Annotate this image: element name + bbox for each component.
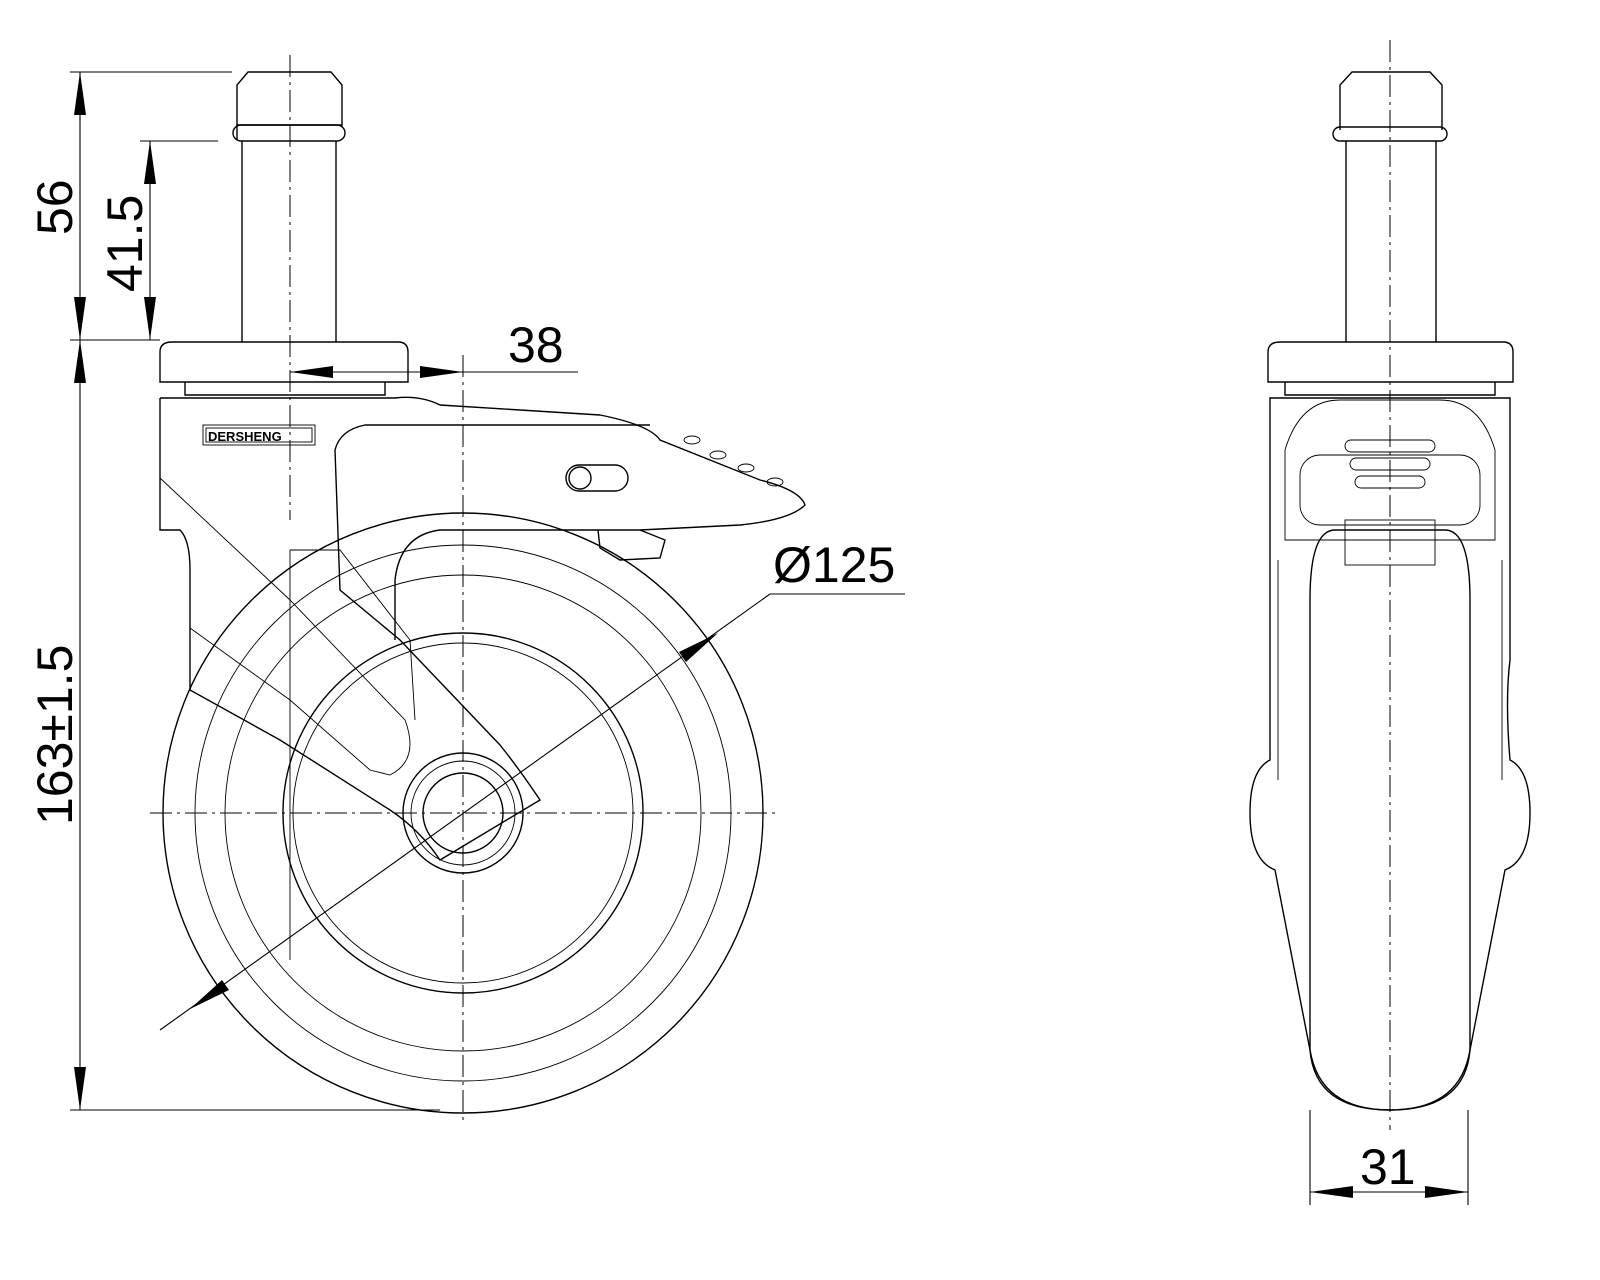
- dimensions: 56 41.5 163±1.5 38 Ø125 31: [27, 71, 1469, 1205]
- side-view: DERSHENG: [150, 55, 806, 1125]
- dim-56: 56: [27, 179, 83, 235]
- dim-diameter: Ø125: [773, 537, 895, 593]
- top-plate: [159, 341, 409, 396]
- dim-41-5: 41.5: [97, 195, 153, 292]
- front-top-plate: [1267, 341, 1514, 383]
- front-view: [1249, 40, 1531, 1130]
- front-fork: [1249, 397, 1531, 1111]
- brake-pin: [565, 464, 629, 492]
- brand-logo: DERSHENG: [202, 424, 316, 446]
- svg-text:DERSHENG: DERSHENG: [208, 429, 282, 444]
- dim-31: 31: [1360, 1139, 1416, 1195]
- dim-38: 38: [508, 317, 564, 373]
- fork: [159, 396, 806, 960]
- dim-163: 163±1.5: [27, 645, 83, 825]
- stem: [232, 71, 346, 342]
- front-wheel: [1309, 529, 1471, 1111]
- front-stem-head: [1339, 71, 1443, 130]
- wheel: [162, 512, 764, 1114]
